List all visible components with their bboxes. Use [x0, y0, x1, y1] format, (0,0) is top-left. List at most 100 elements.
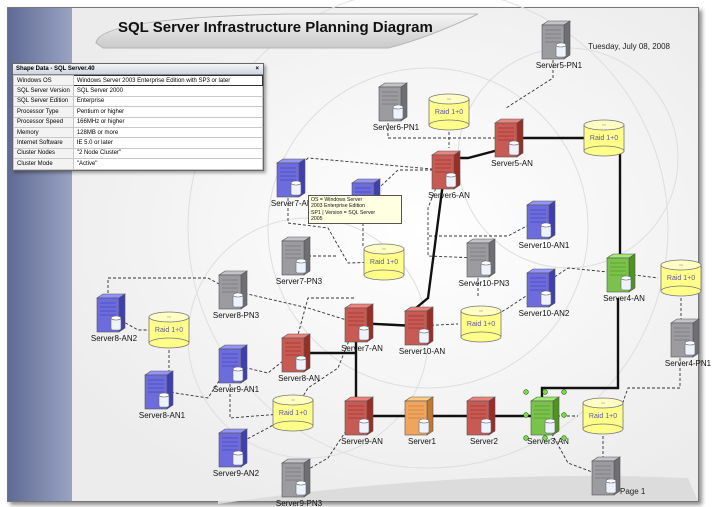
shape-data-key: SQL Server Version	[13, 85, 74, 97]
selection-handle[interactable]	[561, 412, 567, 418]
shape-data-value[interactable]: IE 5.0 or later	[72, 137, 264, 149]
server-icon[interactable]: Server6-AN	[428, 150, 470, 200]
connector-dashed	[292, 322, 357, 414]
connector-dashed	[287, 157, 444, 179]
server-icon[interactable]: Server5-AN	[491, 118, 533, 168]
shape-data-key: Windows OS	[13, 74, 74, 87]
server-icon[interactable]: Server4-AN	[603, 253, 645, 303]
diagram-page: SQL Server Infrastructure Planning Diagr…	[7, 0, 712, 507]
raid-label: Raid 1+0	[279, 410, 307, 417]
raid-label: Raid 1+0	[370, 259, 398, 266]
server-label: Server7-PN3	[276, 277, 323, 286]
connector-dashed	[287, 178, 385, 264]
server-icon[interactable]: Server7-AN2	[271, 158, 318, 208]
selection-handle[interactable]	[523, 412, 529, 418]
raid-label: Raid 1+0	[467, 321, 495, 328]
server-label: Server2	[470, 437, 499, 446]
shape-data-value[interactable]: "Active"	[72, 158, 264, 170]
selection-handle[interactable]	[523, 435, 529, 441]
raid-disk-icon[interactable]: Raid 1+0	[583, 119, 625, 157]
server-icon[interactable]: Server10-AN	[399, 306, 445, 356]
shape-data-row[interactable]: Cluster Nodes"2 Node Cluster"	[13, 147, 264, 160]
server-icon[interactable]: Server5-PN1	[536, 20, 583, 70]
page-number: Page 1	[620, 487, 646, 496]
server-label: Server7-AN	[341, 344, 383, 353]
server-icon[interactable]	[591, 456, 621, 496]
raid-disk-icon[interactable]: Raid 1+0	[460, 305, 502, 343]
selection-handle[interactable]	[561, 389, 567, 395]
selection-handle[interactable]	[542, 435, 548, 441]
server-label: Server8-AN2	[91, 334, 138, 343]
server-icon[interactable]: Server8-AN	[278, 333, 320, 383]
server-icon[interactable]: Server8-AN1	[139, 370, 186, 420]
server-label: Server8-PN3	[213, 311, 260, 320]
server-icon[interactable]: Server10-AN1	[519, 200, 570, 250]
shape-data-value[interactable]: SQL Server 2000	[72, 85, 264, 97]
shape-data-value[interactable]: Enterprise	[72, 95, 264, 108]
tooltip-line: OS = Windows Server	[311, 197, 363, 203]
shape-data-header[interactable]: Shape Data - SQL Server.40 ×	[13, 64, 263, 75]
server-icon[interactable]: Server8-AN2	[91, 293, 138, 343]
server-icon[interactable]: Server8-PN3	[213, 270, 260, 320]
server-label: Server9-PN3	[276, 499, 323, 507]
server-label: Server4-PN1	[665, 359, 712, 368]
server-icon[interactable]: Server7-PN3	[276, 236, 323, 286]
shape-data-value[interactable]: "2 Node Cluster"	[72, 147, 264, 160]
server-icon[interactable]: Server9-AN1	[213, 344, 260, 394]
server-icon[interactable]: Server3-AN	[527, 396, 569, 446]
title-banner	[95, 13, 479, 49]
shape-data-key: Processor Type	[13, 106, 74, 118]
connector-dashed	[292, 415, 357, 479]
shape-data-key: Cluster Mode	[13, 158, 74, 170]
server-icon[interactable]: Server7-AN	[341, 303, 383, 353]
selection-handles	[523, 389, 567, 441]
selection-handle[interactable]	[523, 389, 529, 395]
server-label: Server10-AN1	[519, 241, 570, 250]
selection-handle[interactable]	[542, 389, 548, 395]
raid-disk-icon[interactable]: Raid 1+0	[428, 93, 470, 131]
shape-data-title: Shape Data - SQL Server.40	[16, 66, 95, 72]
shape-data-value[interactable]: 166MHz or higher	[72, 116, 264, 128]
raid-disk-icon[interactable]: Raid 1+0	[582, 397, 624, 435]
shape-data-key: SQL Server Edition	[13, 95, 74, 108]
server-icon[interactable]: Server1	[404, 396, 437, 446]
raid-label: Raid 1+0	[590, 135, 618, 142]
server-icon[interactable]: Server10-PN3	[459, 238, 510, 288]
server-icon[interactable]: Server9-AN2	[213, 428, 260, 478]
shape-data-value[interactable]: Windows Server 2003 Enterprise Edition w…	[72, 74, 264, 87]
server-label: Server9-AN2	[213, 469, 260, 478]
raid-label: Raid 1+0	[589, 413, 617, 420]
server-icon[interactable]: Server4-PN1	[665, 318, 712, 368]
shape-data-value[interactable]: 128MB or more	[72, 126, 264, 139]
selection-handle[interactable]	[561, 435, 567, 441]
server-label: Server10-PN3	[459, 279, 510, 288]
raid-disk-icon[interactable]: Raid 1+0	[363, 243, 405, 281]
raid-disk-icon[interactable]: Raid 1+0	[272, 394, 314, 432]
footer-swoosh	[218, 475, 698, 504]
server-icon[interactable]: Server9-AN	[341, 396, 383, 446]
raid-disk-icon[interactable]: Raid 1+0	[660, 259, 702, 297]
server-icon[interactable]: Server10-AN2	[519, 268, 570, 318]
raid-label: Raid 1+0	[155, 327, 183, 334]
server-icon[interactable]: Server9-PN3	[276, 458, 323, 507]
server-label: Server5-AN	[491, 159, 533, 168]
server-label: Server7-AN2	[271, 199, 318, 208]
shape-data-row[interactable]: Cluster Mode"Active"	[13, 158, 264, 170]
server-icon[interactable]: Server6-PN1	[373, 82, 420, 132]
shape-data-value[interactable]: Pentium or higher	[72, 106, 264, 118]
raid-disk-icon[interactable]: Raid 1+0	[148, 311, 190, 349]
server-label: Server8-AN	[278, 374, 320, 383]
close-icon[interactable]: ×	[255, 66, 259, 72]
shape-tooltip: OS = Windows Server 2003 Enterprise Edit…	[308, 195, 402, 225]
server-icon[interactable]: Server2	[466, 396, 499, 446]
server-label: Server1	[408, 437, 437, 446]
shape-data-key: Internet Software	[13, 137, 74, 149]
